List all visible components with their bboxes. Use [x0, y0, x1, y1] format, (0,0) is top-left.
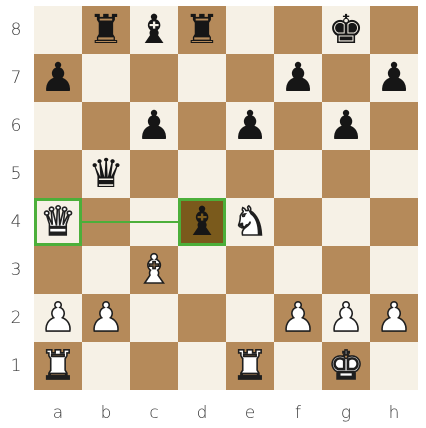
square-a8[interactable] [34, 6, 82, 54]
file-label-h: h [370, 402, 418, 424]
square-d1[interactable] [178, 342, 226, 390]
rank-label-6: 6 [6, 102, 26, 150]
square-a5[interactable] [34, 150, 82, 198]
square-b3[interactable] [82, 246, 130, 294]
white-pawn-icon[interactable]: ♟ [82, 294, 130, 342]
black-pawn-icon[interactable]: ♟ [226, 102, 274, 150]
square-b1[interactable] [82, 342, 130, 390]
white-king-icon[interactable]: ♚ [322, 342, 370, 390]
file-label-g: g [322, 402, 370, 424]
file-label-b: b [82, 402, 130, 424]
file-label-a: a [34, 402, 82, 424]
black-queen-icon[interactable]: ♛ [82, 150, 130, 198]
square-g3[interactable] [322, 246, 370, 294]
square-e7[interactable] [226, 54, 274, 102]
rank-label-3: 3 [6, 246, 26, 294]
square-e8[interactable] [226, 6, 274, 54]
white-pawn-icon[interactable]: ♟ [370, 294, 418, 342]
square-c5[interactable] [130, 150, 178, 198]
white-pawn-icon[interactable]: ♟ [322, 294, 370, 342]
rank-label-8: 8 [6, 6, 26, 54]
square-f3[interactable] [274, 246, 322, 294]
square-c7[interactable] [130, 54, 178, 102]
black-pawn-icon[interactable]: ♟ [370, 54, 418, 102]
white-rook-icon[interactable]: ♜ [34, 342, 82, 390]
rank-label-2: 2 [6, 294, 26, 342]
square-a6[interactable] [34, 102, 82, 150]
file-label-c: c [130, 402, 178, 424]
square-h8[interactable] [370, 6, 418, 54]
square-b6[interactable] [82, 102, 130, 150]
white-pawn-icon[interactable]: ♟ [274, 294, 322, 342]
black-pawn-icon[interactable]: ♟ [130, 102, 178, 150]
square-f8[interactable] [274, 6, 322, 54]
black-bishop-icon[interactable]: ♝ [130, 6, 178, 54]
square-e2[interactable] [226, 294, 274, 342]
square-f6[interactable] [274, 102, 322, 150]
square-d7[interactable] [178, 54, 226, 102]
square-d5[interactable] [178, 150, 226, 198]
black-king-icon[interactable]: ♚ [322, 6, 370, 54]
white-rook-icon[interactable]: ♜ [226, 342, 274, 390]
square-c2[interactable] [130, 294, 178, 342]
black-pawn-icon[interactable]: ♟ [34, 54, 82, 102]
square-h1[interactable] [370, 342, 418, 390]
black-rook-icon[interactable]: ♜ [82, 6, 130, 54]
square-f5[interactable] [274, 150, 322, 198]
square-d6[interactable] [178, 102, 226, 150]
white-queen-icon[interactable]: ♛ [34, 198, 82, 246]
rank-label-4: 4 [6, 198, 26, 246]
square-e3[interactable] [226, 246, 274, 294]
rank-label-1: 1 [6, 342, 26, 390]
square-c4[interactable] [130, 198, 178, 246]
square-b7[interactable] [82, 54, 130, 102]
rank-label-5: 5 [6, 150, 26, 198]
square-d2[interactable] [178, 294, 226, 342]
file-label-f: f [274, 402, 322, 424]
file-label-d: d [178, 402, 226, 424]
square-h5[interactable] [370, 150, 418, 198]
file-label-e: e [226, 402, 274, 424]
square-e5[interactable] [226, 150, 274, 198]
square-h4[interactable] [370, 198, 418, 246]
white-knight-icon[interactable]: ♞ [226, 198, 274, 246]
black-bishop-icon[interactable]: ♝ [178, 198, 226, 246]
square-h3[interactable] [370, 246, 418, 294]
square-b4[interactable] [82, 198, 130, 246]
white-bishop-icon[interactable]: ♝ [130, 246, 178, 294]
square-f4[interactable] [274, 198, 322, 246]
square-h6[interactable] [370, 102, 418, 150]
white-pawn-icon[interactable]: ♟ [34, 294, 82, 342]
rank-label-7: 7 [6, 54, 26, 102]
square-c1[interactable] [130, 342, 178, 390]
square-g4[interactable] [322, 198, 370, 246]
square-g5[interactable] [322, 150, 370, 198]
square-a3[interactable] [34, 246, 82, 294]
square-g7[interactable] [322, 54, 370, 102]
black-pawn-icon[interactable]: ♟ [322, 102, 370, 150]
square-f1[interactable] [274, 342, 322, 390]
square-d3[interactable] [178, 246, 226, 294]
black-pawn-icon[interactable]: ♟ [274, 54, 322, 102]
black-rook-icon[interactable]: ♜ [178, 6, 226, 54]
